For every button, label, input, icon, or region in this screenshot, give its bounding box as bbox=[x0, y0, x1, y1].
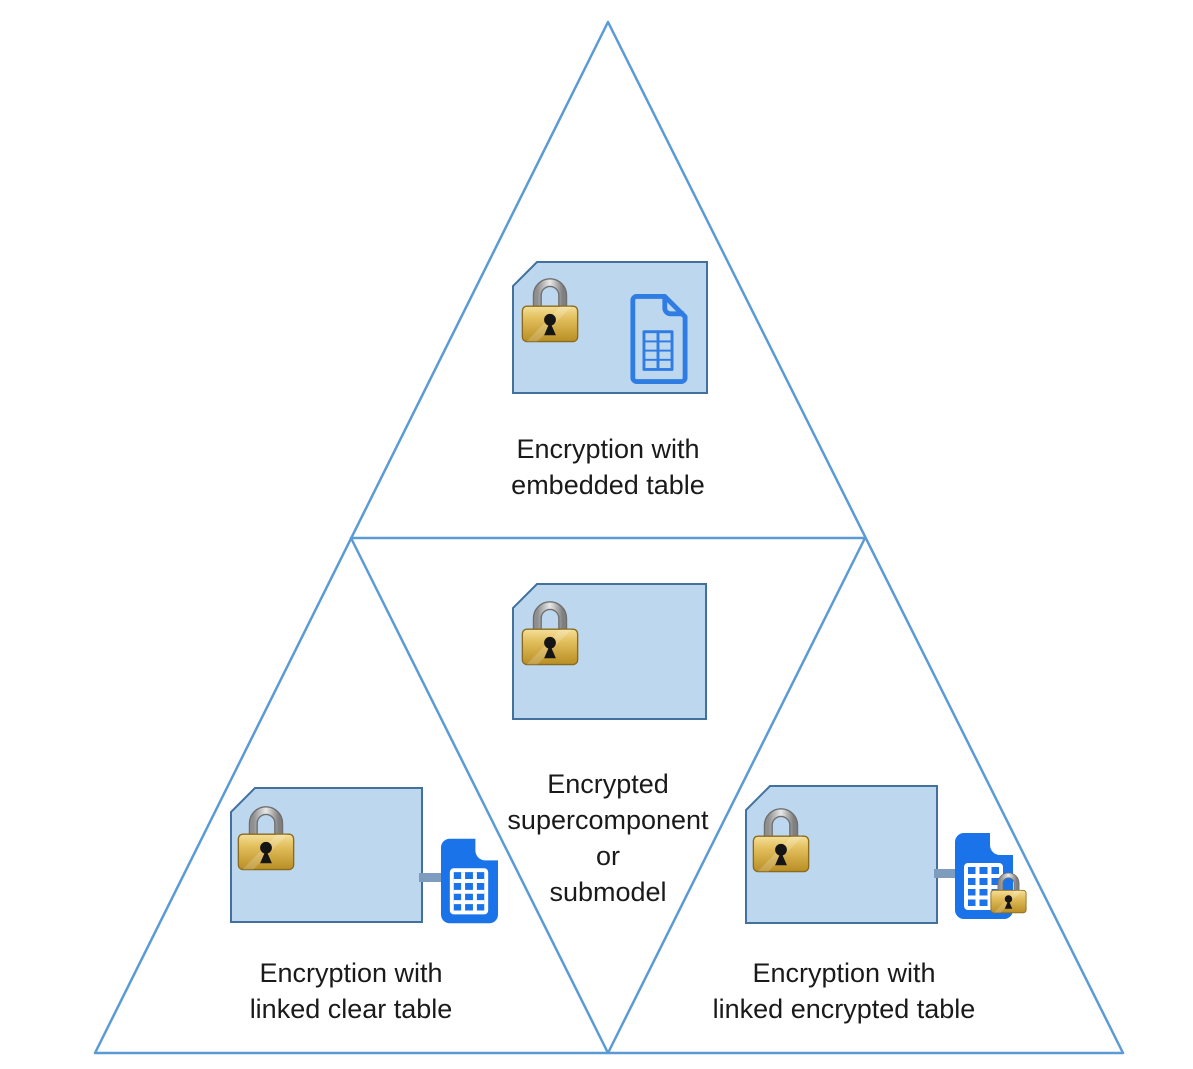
linked-clear-table-icon bbox=[440, 837, 499, 925]
label-embedded-table: Encryption with embedded table bbox=[511, 434, 705, 500]
lock-icon bbox=[521, 271, 579, 345]
lock-icon bbox=[237, 799, 295, 873]
label-linked-clear-table: Encryption with linked clear table bbox=[249, 958, 453, 1024]
lock-icon bbox=[752, 801, 810, 875]
lock-icon bbox=[521, 594, 579, 668]
inner-triangle bbox=[349, 536, 867, 1055]
embedded-table-document-icon bbox=[628, 292, 688, 386]
label-linked-encrypted-table: Encryption with linked encrypted table bbox=[712, 958, 976, 1024]
connector-line bbox=[419, 873, 443, 882]
connector-line bbox=[934, 869, 957, 878]
label-supercomponent: Encrypted supercomponent or submodel bbox=[507, 769, 709, 907]
lock-icon bbox=[990, 869, 1027, 914]
